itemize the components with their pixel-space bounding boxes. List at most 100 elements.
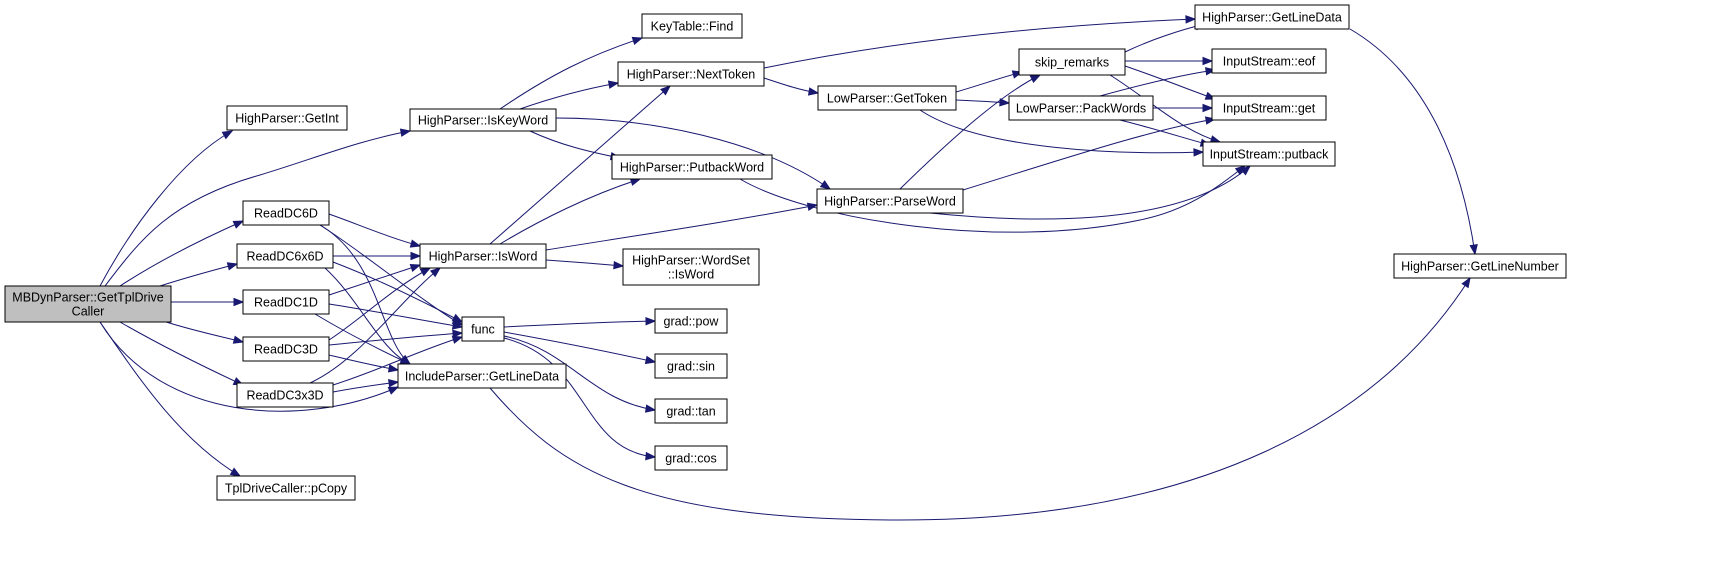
node-func[interactable]: func [461,316,505,342]
node-label: ReadDC6D [254,207,318,221]
node-pow[interactable]: grad::pow [654,308,728,334]
edge-func-to-sin [503,331,657,365]
node-box [1211,48,1327,74]
edge-iskeyword-to-keyfind [499,36,644,110]
node-label: grad::pow [664,315,720,329]
edge-skipremarks-to-hpgetline [1124,22,1207,53]
node-hpgetline[interactable]: HighParser::GetLineData [1194,4,1350,30]
node-box [1393,253,1567,279]
node-box [641,13,743,39]
node-pcopy[interactable]: TplDriveCaller::pCopy [216,475,356,501]
edge-isword-to-parseword [545,202,819,251]
edge-readdc6x6d-to-func [332,261,464,323]
node-label: grad::cos [665,452,716,466]
node-box [419,243,547,269]
edge-incgetline-to-getlinenumber [489,276,1471,521]
edge-readdc3d-to-func [328,329,464,346]
arrowhead [221,130,234,140]
node-box [242,200,330,226]
node-get[interactable]: InputStream::get [1211,95,1327,121]
node-readdc1d[interactable]: ReadDC1D [242,289,330,315]
node-getlinenumber[interactable]: HighParser::GetLineNumber [1393,253,1567,279]
arrowhead [387,386,400,395]
node-box [397,363,567,389]
edge-hpgetline-to-getlinenumber [1349,28,1478,256]
arrowhead [232,220,245,229]
node-eof[interactable]: InputStream::eof [1211,48,1327,74]
node-putback[interactable]: InputStream::putback [1202,141,1336,167]
edge-root-to-readdc6d [119,220,245,287]
edge-iskeyword-to-parseword [555,117,832,190]
edge-iskeyword-to-putbackword [529,130,622,161]
node-label: HighParser::PutbackWord [620,161,764,175]
arrowhead [1469,243,1478,256]
node-label: HighParser::GetInt [235,112,339,126]
edge-readdc3d-to-isword [328,267,432,341]
edges-layer [99,15,1478,521]
node-box [242,289,330,315]
node-cos[interactable]: grad::cos [654,445,728,471]
node-incgetline[interactable]: IncludeParser::GetLineData [397,363,567,389]
node-readdc3x3d[interactable]: ReadDC3x3D [236,382,334,408]
edge-isword-to-nexttoken [489,85,672,245]
node-box [1008,95,1154,121]
arrowhead [644,355,657,365]
node-label: ReadDC3x3D [246,389,323,403]
node-tan[interactable]: grad::tan [654,398,728,424]
node-box [611,154,773,180]
edge-gettoken-to-packwords [955,98,1011,107]
arrowhead [419,267,432,277]
edge-root-to-readdc6x6d [159,262,239,287]
edge-root-to-readdc1d [171,297,245,307]
node-readdc6d[interactable]: ReadDC6D [242,200,330,226]
edge-readdc3x3d-to-isword [309,267,442,384]
node-readdc6x6d[interactable]: ReadDC6x6D [236,243,334,269]
arrowhead [613,260,625,270]
node-box [236,243,334,269]
arrowhead [819,180,832,190]
node-label: HighParser::ParseWord [824,195,956,209]
node-label: KeyTable::Find [651,20,734,34]
node-packwords[interactable]: LowParser::PackWords [1008,95,1154,121]
node-skipremarks[interactable]: skip_remarks [1018,48,1126,76]
node-label: ReadDC6x6D [246,250,323,264]
node-label: ReadDC3D [254,343,318,357]
node-label: IncludeParser::GetLineData [405,370,559,384]
node-label: grad::tan [666,405,715,419]
node-readdc3d[interactable]: ReadDC3D [242,336,330,362]
node-iskeyword[interactable]: HighParser::IsKeyWord [409,108,557,132]
arrowhead [410,251,422,261]
node-sin[interactable]: grad::sin [654,353,728,379]
node-wordset[interactable]: HighParser::WordSet::IsWord [622,248,760,286]
node-box [622,248,760,286]
node-box [817,85,957,111]
node-getint[interactable]: HighParser::GetInt [226,105,348,131]
node-label: LowParser::PackWords [1016,102,1146,116]
node-box [1194,4,1350,30]
node-parseword[interactable]: HighParser::ParseWord [816,188,964,214]
node-nexttoken[interactable]: HighParser::NextToken [617,61,765,87]
edge-putbackword-to-putback [739,165,1247,233]
node-label: HighParser::GetLineNumber [1401,260,1559,274]
edge-readdc3x3d-to-func [332,335,464,386]
arrowhead [607,80,620,89]
node-gettoken[interactable]: LowParser::GetToken [817,85,957,111]
node-label: InputStream::putback [1210,148,1330,162]
node-putbackword[interactable]: HighParser::PutbackWord [611,154,773,180]
arrowhead [1240,165,1252,176]
node-isword[interactable]: HighParser::IsWord [419,243,547,269]
edge-isword-to-wordset [545,259,625,270]
node-keyfind[interactable]: KeyTable::Find [641,13,743,39]
arrowhead [1193,148,1205,157]
arrowhead [1029,74,1042,84]
node-label: InputStream::eof [1223,55,1316,69]
edge-root-to-iskeyword [104,128,412,287]
edge-root-to-readdc3d [159,319,245,344]
edge-readdc3d-to-incgetline [328,354,400,373]
arrowhead [631,36,644,45]
arrowhead [999,98,1011,107]
arrowhead [451,313,464,323]
